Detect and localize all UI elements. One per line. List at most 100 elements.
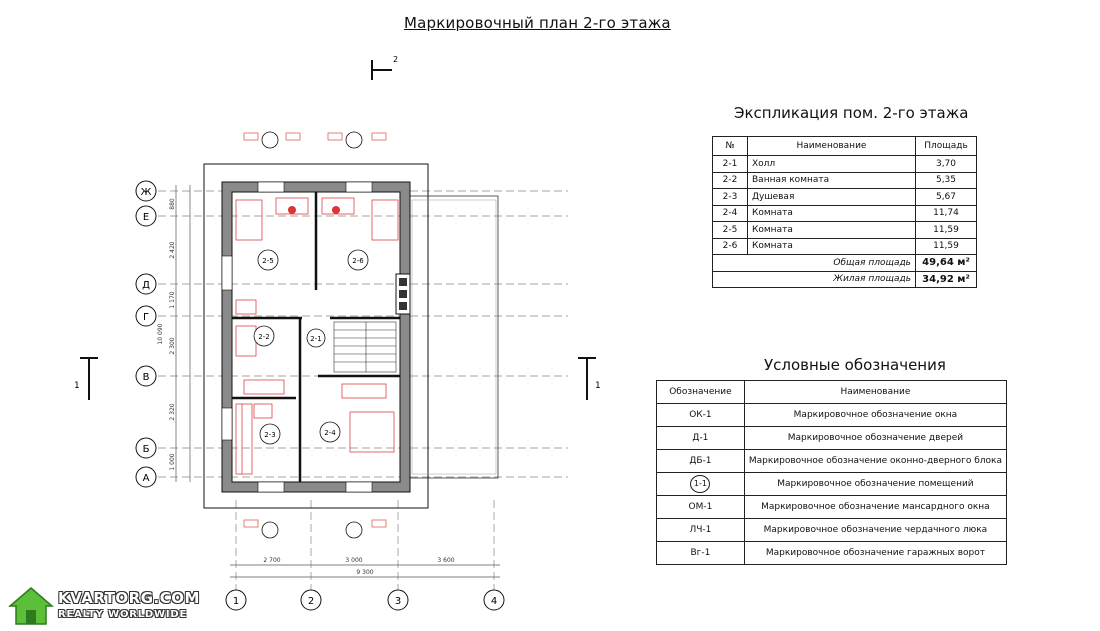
table-row: ОК-1 Маркировочное обозначение окна (656, 403, 1008, 427)
table-row: Вг-1 Маркировочное обозначение гаражных … (656, 541, 1008, 565)
cell-name: Холл (747, 155, 916, 173)
legend-code: Д-1 (656, 426, 745, 450)
dim-v: 2 320 (169, 403, 176, 420)
axis-letter: А (143, 473, 150, 484)
table-row: 2-2 Ванная комната 5,35 (712, 171, 977, 189)
cell-number: 2-5 (712, 221, 748, 239)
axis-numbers (225, 589, 505, 611)
axis-letter: Б (143, 444, 150, 455)
axis-number: 1 (233, 596, 239, 607)
axis-letters (135, 180, 157, 488)
room-label: 2-2 (258, 333, 269, 341)
living-area-value: 34,92 м² (915, 270, 977, 288)
legend-code: ОК-1 (656, 403, 745, 427)
legend-description: Маркировочное обозначение гаражных ворот (743, 541, 1008, 565)
table-header-row: Обозначение Наименование (656, 380, 1008, 404)
table-row: 2-4 Комната 11,74 (712, 204, 977, 222)
house-logo-icon (8, 587, 54, 625)
cell-number: 2-2 (712, 171, 748, 189)
legend-code: ДБ-1 (656, 449, 745, 473)
table-row: ЛЧ-1 Маркировочное обозначение чердачног… (656, 518, 1008, 542)
header-cell: Обозначение (656, 380, 745, 404)
total-area-value: 49,64 м² (915, 254, 977, 272)
cell-name: Комната (747, 221, 916, 239)
cell-area: 11,59 (915, 237, 977, 255)
total-area-row: Общая площадь 49,64 м² (712, 254, 977, 272)
table-row: 2-6 Комната 11,59 (712, 237, 977, 255)
cell-number: 2-6 (712, 237, 748, 255)
header-cell: Наименование (743, 380, 1008, 404)
floor-plan: 2 1 1 Ж Е Д Г В Б А 880 2 420 1 170 (74, 55, 601, 611)
legend-code: ОМ-1 (656, 495, 745, 519)
cell-area: 11,59 (915, 221, 977, 239)
section-label-left: 1 (74, 381, 80, 391)
section-label-right: 1 (595, 381, 601, 391)
room-label: 2-3 (264, 431, 275, 439)
dim-h: 2 700 (263, 557, 280, 564)
axis-number: 4 (491, 596, 497, 607)
axis-letter: Ж (141, 187, 152, 198)
header-cell: № (712, 136, 748, 156)
blank-cell (712, 270, 748, 288)
legend-code: ЛЧ-1 (656, 518, 745, 542)
cell-number: 2-1 (712, 155, 748, 173)
axis-letter: Е (143, 212, 149, 223)
dim-h-total: 9 300 (356, 569, 373, 576)
cell-number: 2-3 (712, 188, 748, 206)
legend-code-cell: 1-1 (656, 472, 745, 496)
table-row: 2-1 Холл 3,70 (712, 155, 977, 173)
room-label: 2-1 (310, 335, 321, 343)
legend-code: Вг-1 (656, 541, 745, 565)
living-area-label: Жилая площадь (747, 270, 916, 288)
explication-title: Экспликация пом. 2-го этажа (734, 104, 969, 122)
cell-name: Душевая (747, 188, 916, 206)
legend-description: Маркировочное обозначение оконно-дверног… (743, 449, 1008, 473)
dim-v: 1 000 (169, 453, 176, 470)
cell-name: Ванная комната (747, 171, 916, 189)
axis-letter: В (143, 372, 150, 383)
dim-v-total: 10 090 (157, 323, 164, 344)
dim-h: 3 000 (345, 557, 362, 564)
dim-h: 3 600 (437, 557, 454, 564)
cell-name: Комната (747, 204, 916, 222)
living-area-row: Жилая площадь 34,92 м² (712, 270, 977, 288)
cell-area: 3,70 (915, 155, 977, 173)
page-title: Маркировочный план 2-го этажа (404, 14, 671, 32)
legend-description: Маркировочное обозначение окна (743, 403, 1008, 427)
legend-code: 1-1 (690, 475, 711, 493)
header-cell: Площадь (915, 136, 977, 156)
table-row: ДБ-1 Маркировочное обозначение оконно-дв… (656, 449, 1008, 473)
cell-number: 2-4 (712, 204, 748, 222)
table-row: 2-3 Душевая 5,67 (712, 188, 977, 206)
section-mark-top-label: 2 (393, 55, 398, 64)
table-row: ОМ-1 Маркировочное обозначение мансардно… (656, 495, 1008, 519)
legend-description: Маркировочное обозначение чердачного люк… (743, 518, 1008, 542)
watermark-tagline: REALTY WORLDWIDE (58, 609, 188, 620)
room-label: 2-5 (262, 257, 273, 265)
section-mark-top (371, 60, 392, 80)
dim-v: 2 300 (169, 337, 176, 354)
dim-v: 1 170 (169, 291, 176, 308)
cell-name: Комната (747, 237, 916, 255)
room-label: 2-4 (324, 429, 336, 437)
table-row: 1-1 Маркировочное обозначение помещений (656, 472, 1008, 496)
cell-area: 5,67 (915, 188, 977, 206)
legend-table: Обозначение Наименование ОК-1 Маркировоч… (656, 380, 1008, 565)
table-row: 2-5 Комната 11,59 (712, 221, 977, 239)
explication-table: № Наименование Площадь 2-1 Холл 3,70 2-2… (712, 136, 977, 288)
dim-v: 880 (169, 198, 176, 210)
axis-letter: Д (142, 280, 150, 291)
axis-number: 2 (308, 596, 314, 607)
room-label: 2-6 (352, 257, 364, 265)
axis-number: 3 (395, 596, 401, 607)
cell-area: 11,74 (915, 204, 977, 222)
axis-letter: Г (143, 312, 149, 323)
table-header-row: № Наименование Площадь (712, 136, 977, 156)
dim-v: 2 420 (169, 241, 176, 258)
legend-description: Маркировочное обозначение помещений (743, 472, 1008, 496)
header-cell: Наименование (747, 136, 916, 156)
legend-description: Маркировочное обозначение дверей (743, 426, 1008, 450)
blank-cell (712, 254, 748, 272)
legend-title: Условные обозначения (764, 356, 946, 374)
cell-area: 5,35 (915, 171, 977, 189)
